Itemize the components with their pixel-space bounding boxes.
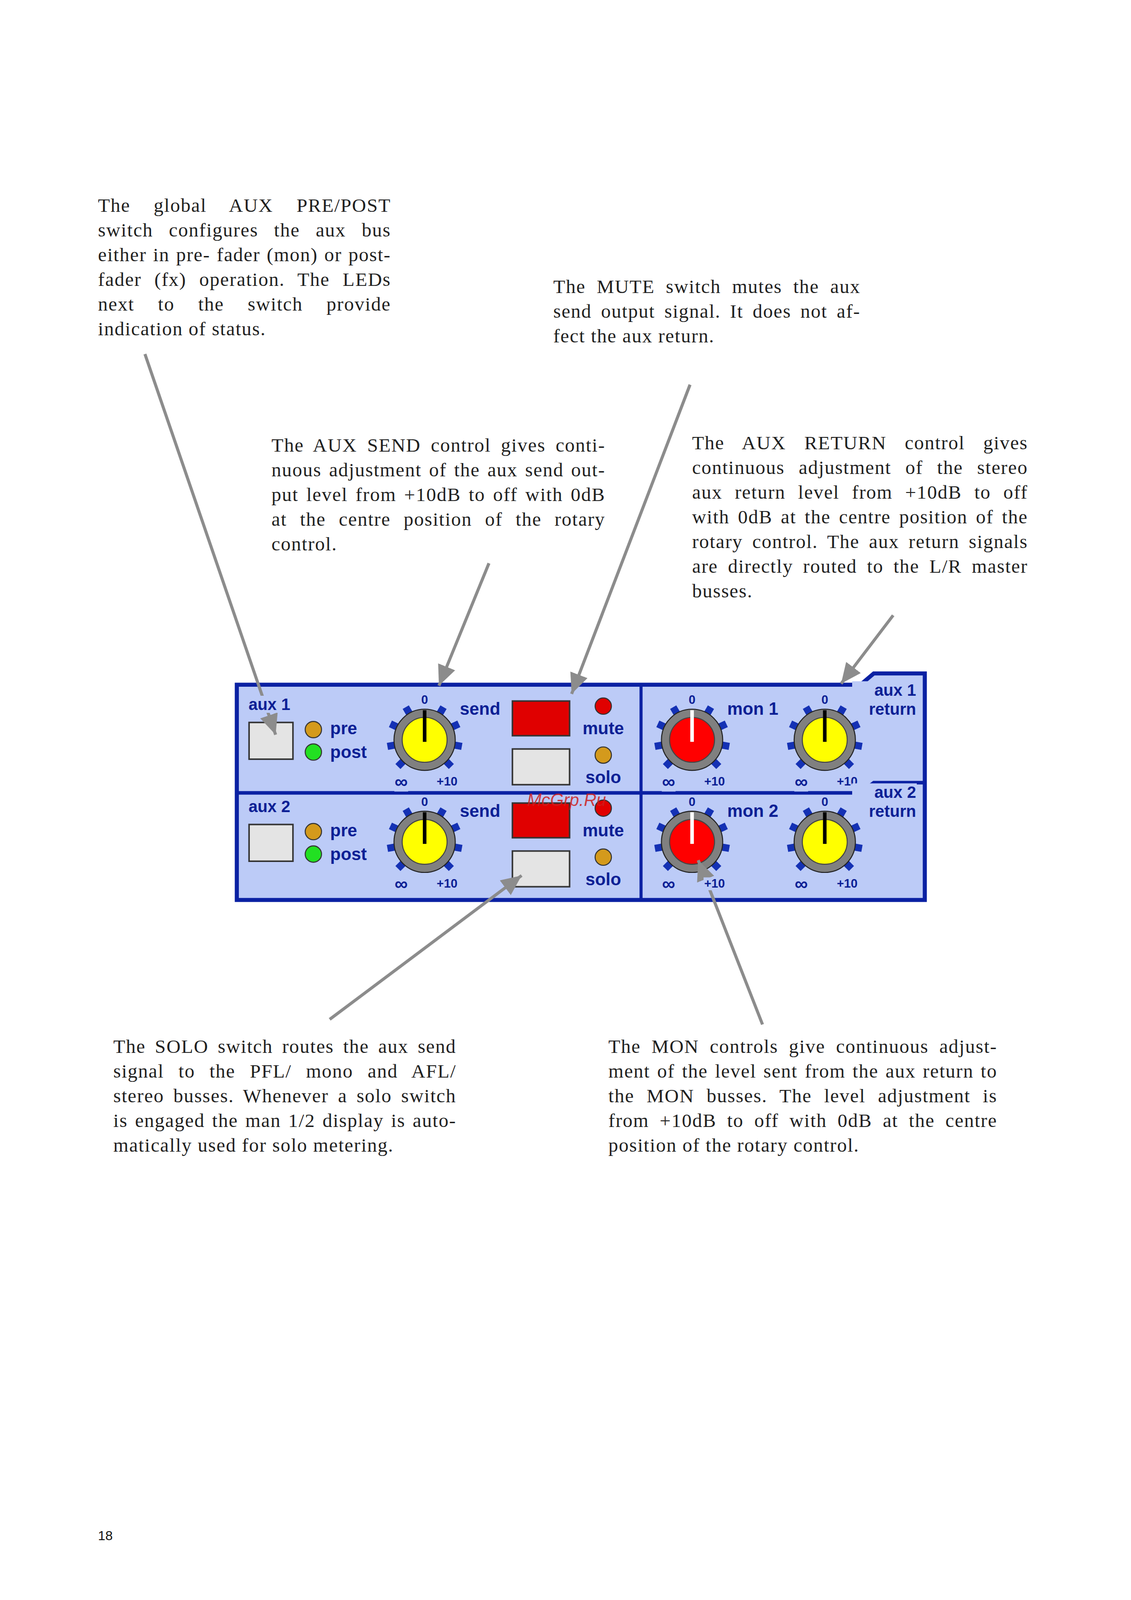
callout-text: The SOLO switch routes the aux send sign… [113,1034,457,1158]
pre-post-switch [248,722,293,760]
panel-label: solo [584,768,622,787]
panel-label: +10 [836,877,859,891]
pre-led [305,721,322,738]
panel-label: +10 [436,775,458,789]
panel-label: ∞ [394,772,409,792]
panel-label: aux 1 return [852,681,917,720]
leader-line [438,563,489,686]
panel-label: 0 [820,693,829,707]
control-section: 0mon 10aux 1 return∞+10∞+10 [641,673,925,793]
panel-label: ∞ [394,874,409,894]
panel-label: pre [329,821,358,840]
panel-label: solo [584,870,622,889]
page-number: 18 [97,1528,113,1544]
panel-label: pre [329,719,358,738]
panel-label: ∞ [794,874,809,894]
leader-lines [144,354,894,1026]
panel-label: ∞ [661,874,676,894]
panel-label: +10 [436,877,458,891]
panel-label: mon 1 [726,700,780,719]
callout-text: The MUTE switch mutes the aux send outpu… [553,274,861,349]
solo-led [595,747,612,764]
post-led [305,743,322,761]
callout-text: The AUX RETURN control gives continuous … [692,430,1028,604]
panel-label: mute [581,821,625,840]
aux-row [248,698,863,786]
panel-outline [237,673,925,901]
leader-line [571,384,690,694]
panel-label: send [459,802,501,821]
callout-text: The AUX SEND control gives conti- nuous … [271,432,606,557]
panel-label: 0 [820,796,829,809]
panel-label: mon 2 [726,802,780,821]
panel-label: aux 1 [247,695,291,713]
panel-label: ∞ [661,772,676,792]
leader-line [698,860,763,1025]
mute-switch [512,701,570,736]
panel-label: post [329,743,368,762]
panel-label: mute [581,719,625,738]
callout-text: The global AUX PRE/POST switch configure… [97,192,391,342]
callout-text: The MON controls give continuous adjust-… [608,1034,998,1158]
leader-line [841,615,894,685]
panel-label: ∞ [794,772,809,792]
control-section: aux 1 pre post 0 send ∞ +10 mute solo [237,684,642,794]
return-knob [787,705,863,771]
aux-row [248,800,863,888]
panel-label: aux 2 [247,798,291,816]
control-section: 0 mon 2 0 aux 2 return ∞ +10 ∞ +10 [641,782,925,901]
leader-line [144,354,276,735]
panel-label: 0 [688,693,696,707]
panel-label: 0 [420,796,429,809]
send-knob [386,705,463,771]
section-divider [639,684,643,901]
leader-line [329,875,522,1020]
panel-label: +10 [703,877,726,891]
panel-label: post [329,845,368,864]
panel-label: +10 [703,775,726,789]
watermark: McGrp.Ru [526,790,606,811]
solo-switch [512,749,570,785]
panel-label: 0 [688,796,696,809]
panel-label: send [459,700,501,719]
panel-label: 0 [420,693,429,707]
mon-knob [654,705,730,771]
panel-label: aux 2 return [852,783,917,822]
mute-led [595,698,612,715]
